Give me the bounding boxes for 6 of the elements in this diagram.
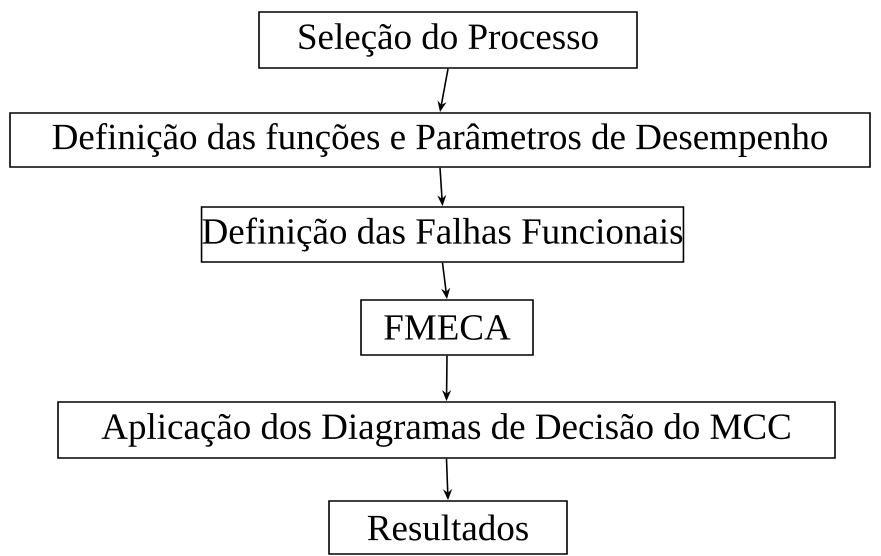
process-box: Resultados — [328, 500, 568, 555]
process-box: Definição das funções e Parâmetros de Desempenho — [9, 112, 871, 168]
process-box: Seleção do Processo — [258, 11, 638, 69]
process-box: Aplicação dos Diagramas de Decisão do MCC — [57, 401, 836, 459]
process-box: Definição das Falhas Funcionais — [200, 206, 684, 263]
process-box: FMECA — [360, 299, 534, 356]
